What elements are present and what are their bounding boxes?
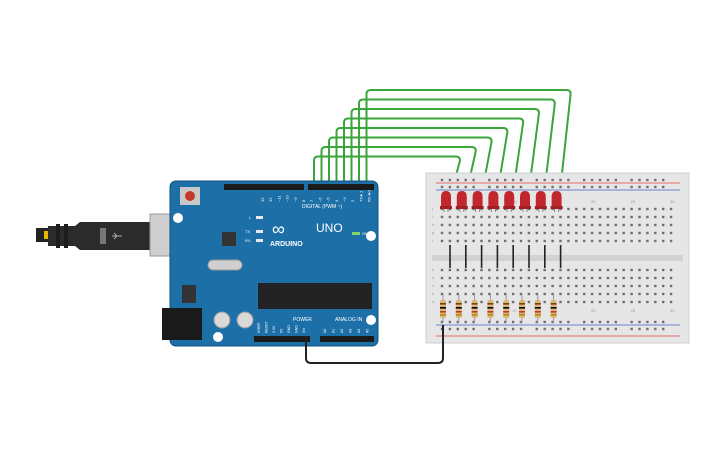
led: [503, 191, 516, 212]
digital-header-label: DIGITAL (PWM ~): [302, 204, 342, 210]
digital-pin-label: ~11: [276, 195, 281, 202]
led: [455, 191, 468, 212]
digital-pin-label: ~10: [285, 194, 290, 202]
resistor: [440, 295, 446, 322]
digital-pin-label: 8: [301, 199, 306, 202]
tx-led-label: TX: [245, 229, 250, 234]
digital-pin-label: ~3: [342, 197, 347, 202]
signal-wires: [313, 89, 572, 206]
row-label: h: [432, 222, 434, 227]
power-pin-label: 3.3V: [272, 325, 276, 333]
led-jumpers: [449, 245, 562, 268]
column-number: 30: [670, 199, 675, 204]
column-number: 25: [631, 199, 636, 204]
led: [440, 191, 452, 212]
power-pin-label: GND: [287, 325, 291, 333]
resistor: [519, 295, 525, 322]
digital-pin-label: ~6: [317, 197, 322, 202]
resistor: [550, 295, 557, 322]
signal-wire: [328, 136, 493, 206]
column-number: 20: [591, 308, 596, 313]
power-pin-label: IOREF: [257, 322, 261, 333]
resistor: [455, 295, 462, 322]
column-number: 25: [631, 308, 636, 313]
digital-pin-label: ~9: [293, 197, 298, 202]
digital-header-left: [224, 184, 304, 190]
analog-header: [320, 336, 374, 342]
digital-pin-label: 2: [350, 199, 355, 202]
analog-pin-label: A4: [357, 329, 361, 333]
row-label: a: [432, 299, 435, 304]
power-pin-label: 5V: [280, 328, 284, 333]
power-pin-label: Vin: [302, 328, 306, 333]
row-label: b: [432, 291, 435, 296]
analog-header-label: ANALOG IN: [335, 317, 363, 323]
usb-cable: [36, 213, 179, 257]
signal-wire: [335, 127, 509, 206]
led: [519, 191, 531, 212]
led: [534, 191, 547, 212]
l-led-label: L: [249, 215, 252, 220]
led: [471, 191, 484, 212]
digital-pin-label: ~5: [326, 197, 331, 202]
analog-pin-label: A3: [349, 329, 353, 333]
power-pin-label: GND: [295, 325, 299, 333]
resistor: [534, 295, 541, 322]
signal-wire: [343, 117, 525, 206]
leds: [440, 191, 563, 212]
signal-wire: [365, 89, 572, 206]
row-label: i: [432, 214, 433, 219]
row-label: d: [432, 275, 434, 280]
column-number: 10: [512, 199, 517, 204]
digital-pin-label: TX►1: [358, 190, 363, 202]
row-label: c: [432, 283, 434, 288]
on-led-label: ON: [362, 231, 368, 236]
analog-pin-label: A2: [340, 329, 344, 333]
resistors: [440, 295, 557, 322]
signal-wire: [350, 108, 540, 206]
signal-wire: [313, 155, 461, 206]
led: [487, 191, 500, 212]
resistor: [487, 295, 494, 322]
signal-wire: [320, 146, 477, 206]
digital-pin-label: 7: [309, 199, 314, 202]
brand-label: ARDUINO: [270, 241, 303, 248]
digital-pin-label: 13: [260, 197, 265, 202]
signal-wire: [358, 98, 556, 206]
resistor: [471, 295, 478, 322]
column-number: 10: [512, 308, 517, 313]
led: [550, 191, 563, 212]
digital-pin-label: 12: [268, 197, 273, 202]
resistor: [503, 295, 510, 322]
row-label: j: [431, 206, 433, 211]
row-label: e: [432, 267, 435, 272]
rx-led-label: RX: [245, 238, 251, 243]
row-label: g: [432, 230, 434, 235]
digital-pin-label: 4: [334, 199, 339, 202]
analog-pin-label: A1: [332, 329, 336, 333]
svg-text:∞: ∞: [272, 219, 285, 239]
power-header-label: POWER: [293, 317, 312, 323]
digital-header-right: [308, 184, 374, 190]
arduino-uno-board: ∞ ARDUINO UNO DIGITAL (PWM ~) POWER ANAL…: [162, 180, 379, 347]
analog-pin-label: A5: [366, 329, 370, 333]
analog-pin-label: A0: [323, 329, 327, 333]
digital-pin-label: RX◄0: [367, 189, 372, 202]
row-label: f: [432, 238, 434, 243]
power-header: [254, 336, 310, 342]
model-label: UNO: [316, 221, 343, 235]
column-number: 20: [591, 199, 596, 204]
column-number: 30: [670, 308, 675, 313]
power-pin-label: RESET: [265, 320, 269, 333]
gnd-wire: [305, 325, 444, 364]
